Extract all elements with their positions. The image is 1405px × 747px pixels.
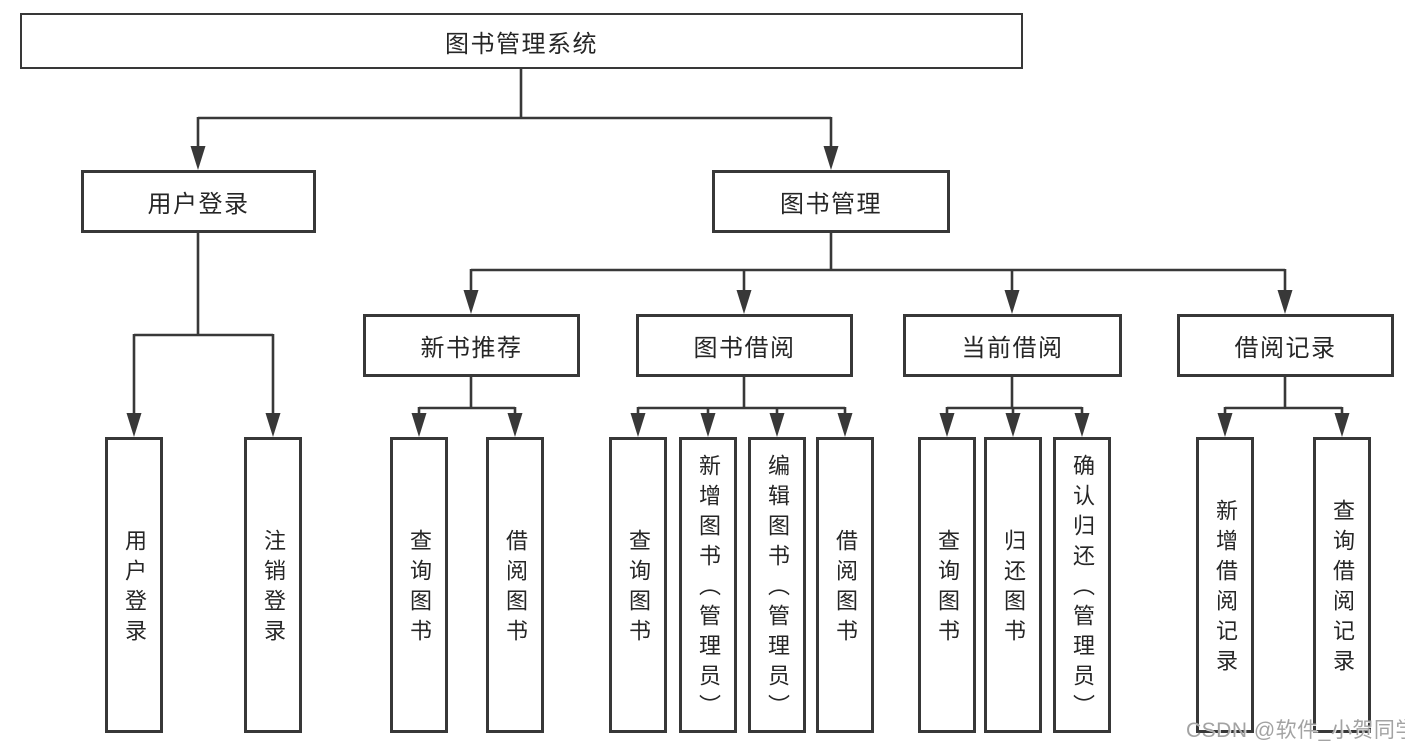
node-label: 查询图书 [626,529,651,649]
node-borrow-books-recommend: 借阅图书 [486,437,544,733]
node-book-management: 图书管理 [712,170,950,233]
node-query-books-recommend: 查询图书 [390,437,448,733]
node-label: 借阅图书 [833,529,858,649]
node-current-borrowing: 当前借阅 [903,314,1122,377]
node-label: 图书管理 [780,191,882,218]
node-label: 查询借阅记录 [1330,499,1355,679]
node-label: 确认归还（管理员） [1070,454,1095,724]
node-label: 归还图书 [1001,529,1026,649]
node-label: 当前借阅 [961,335,1064,362]
node-label: 新书推荐 [420,335,523,362]
node-user-login-action: 用户登录 [105,437,163,733]
node-label: 新增借阅记录 [1213,499,1238,679]
node-borrow-books-action: 借阅图书 [816,437,874,733]
node-label: 图书管理系统 [445,30,598,58]
node-edit-books-admin: 编辑图书（管理员） [748,437,806,733]
watermark-text: CSDN @软件_小贺同学 [1186,719,1405,742]
node-user-login-module: 用户登录 [81,170,316,233]
node-new-book-recommend: 新书推荐 [363,314,580,377]
node-label: 新增图书（管理员） [696,454,721,724]
node-add-borrow-record: 新增借阅记录 [1196,437,1254,733]
node-label: 借阅记录 [1234,335,1337,362]
node-label: 编辑图书（管理员） [765,454,790,724]
node-label: 查询图书 [407,529,432,649]
node-return-books: 归还图书 [984,437,1042,733]
node-label: 注销登录 [261,529,286,649]
node-root-system: 图书管理系统 [20,13,1023,69]
node-label: 图书借阅 [693,335,796,362]
node-label: 用户登录 [147,191,250,218]
node-book-borrowing: 图书借阅 [636,314,853,377]
node-query-borrow-record: 查询借阅记录 [1313,437,1371,733]
arrowheads [126,146,1350,437]
node-confirm-return-admin: 确认归还（管理员） [1053,437,1111,733]
node-logout-action: 注销登录 [244,437,302,733]
node-add-books-admin: 新增图书（管理员） [679,437,737,733]
node-label: 用户登录 [122,529,147,649]
node-label: 查询图书 [935,529,960,649]
node-borrowing-records: 借阅记录 [1177,314,1394,377]
node-query-books-current: 查询图书 [918,437,976,733]
node-query-books-borrowing: 查询图书 [609,437,667,733]
node-label: 借阅图书 [503,529,528,649]
